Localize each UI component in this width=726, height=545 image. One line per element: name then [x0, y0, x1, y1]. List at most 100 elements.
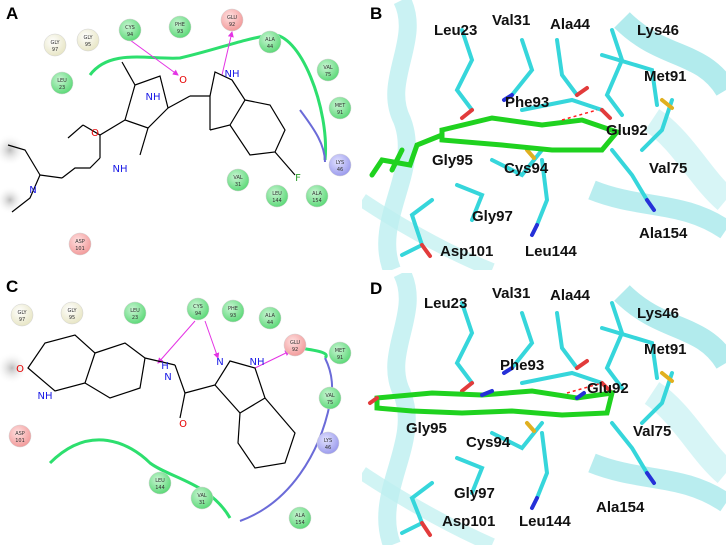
label-asp101-b: Asp101 — [440, 243, 494, 260]
residue-blobs-a: GLY97GLY95CYS94PHE93GLU92ALA44LEU23VAL75… — [43, 8, 352, 256]
residue-number-a: 75 — [325, 72, 331, 78]
structure-3d-b — [362, 0, 726, 270]
atom-n-c: N — [164, 372, 171, 383]
residue-leu144-a — [265, 184, 289, 208]
residue-number-c: 154 — [295, 520, 305, 526]
atom-nh-indole-a: NH — [225, 69, 240, 80]
atom-f-a: F — [295, 173, 301, 184]
residue-name-a: MET — [335, 103, 346, 109]
atom-nh2-c: NH — [250, 357, 265, 368]
residue-number-a: 44 — [267, 44, 273, 50]
label-gly95-d: Gly95 — [406, 420, 447, 437]
atom-n-a: N — [29, 185, 36, 196]
residue-asp101-a — [68, 232, 92, 256]
residue-number-a: 91 — [337, 110, 343, 116]
panel-b: B Leu23 Val31 Ala44 Lys46 Met91 Phe93 Gl… — [362, 0, 726, 270]
residue-gly97-a — [43, 33, 67, 57]
residue-name-c: CYS — [193, 304, 203, 310]
residue-met91-a — [328, 96, 352, 120]
hbond-arrow-cys94 — [129, 39, 179, 76]
residue-number-a: 154 — [312, 198, 322, 204]
residue-ala44-c — [258, 306, 282, 330]
residue-val31-c — [190, 486, 214, 510]
atom-nh-a: NH — [146, 92, 161, 103]
label-val75-d: Val75 — [633, 423, 672, 440]
residue-gly97-c — [10, 303, 34, 327]
label-met91-d: Met91 — [644, 341, 687, 358]
residue-cys94-c — [186, 297, 210, 321]
label-leu144-b: Leu144 — [525, 243, 577, 260]
residue-lys46-c — [316, 431, 340, 455]
panel-letter-b: B — [370, 4, 383, 23]
residue-name-a: PHE — [175, 22, 185, 28]
ligand-heteroatoms-c: O NH H N O N NH — [16, 357, 264, 430]
label-leu23-d: Leu23 — [424, 295, 468, 312]
label-glu92-b: Glu92 — [606, 122, 648, 139]
ligand-structure-a — [7, 61, 296, 213]
residue-name-c: VAL — [325, 393, 335, 399]
residue-name-c: ASP — [15, 431, 25, 437]
residue-number-c: 93 — [230, 313, 236, 319]
residue-number-c: 144 — [155, 485, 165, 491]
hbond-arrow-glu92 — [221, 31, 234, 76]
residue-number-c: 97 — [19, 317, 25, 323]
label-gly95-b: Gly95 — [432, 152, 473, 169]
label-gly97-b: Gly97 — [472, 208, 513, 225]
structure-3d-d — [362, 273, 726, 545]
label-ala44-d: Ala44 — [550, 287, 591, 304]
hbond-arrow-cys94-n-c — [204, 320, 220, 359]
label-cys94-b: Cys94 — [504, 160, 549, 177]
label-lys46-d: Lys46 — [637, 305, 679, 322]
residue-gly95-a — [76, 28, 100, 52]
residue-gly95-c — [60, 301, 84, 325]
label-lys46-b: Lys46 — [637, 22, 679, 39]
residue-ala154-a — [305, 184, 329, 208]
residue-phe93-c — [221, 299, 245, 323]
residue-glu92-c — [283, 333, 307, 357]
panel-letter-d: D — [370, 279, 383, 298]
residue-name-c: VAL — [197, 493, 207, 499]
residue-val75-a — [316, 58, 340, 82]
residue-name-a: CYS — [125, 25, 135, 31]
label-val31-b: Val31 — [492, 12, 531, 29]
residue-name-c: GLU — [290, 340, 300, 346]
residue-name-a: GLY — [83, 35, 93, 41]
label-phe93-b: Phe93 — [505, 94, 550, 111]
label-leu144-d: Leu144 — [519, 513, 571, 530]
residue-name-a: GLU — [227, 15, 237, 21]
residue-name-c: GLY — [67, 308, 77, 314]
residue-number-a: 97 — [52, 47, 58, 53]
residue-number-c: 46 — [325, 445, 331, 451]
residue-name-a: LEU — [57, 78, 67, 84]
residue-name-c: LEU — [130, 308, 140, 314]
residue-number-c: 101 — [15, 438, 25, 444]
residue-number-a: 95 — [85, 42, 91, 48]
label-ala154-b: Ala154 — [639, 225, 688, 242]
ligand-structure-c — [27, 334, 296, 469]
residue-number-a: 94 — [127, 32, 133, 38]
residue-ala154-c — [288, 506, 312, 530]
residue-phe93-a — [168, 15, 192, 39]
atom-nh-amide-a: NH — [113, 164, 128, 175]
residue-name-c: LYS — [324, 438, 332, 444]
atom-n2-c: N — [216, 357, 223, 368]
label-val31-d: Val31 — [492, 285, 531, 302]
residue-number-a: 101 — [75, 246, 85, 252]
residue-number-c: 94 — [195, 311, 201, 317]
residue-number-a: 46 — [337, 167, 343, 173]
residue-name-a: VAL — [233, 175, 243, 181]
atom-o2-a: O — [91, 128, 99, 139]
residue-number-c: 31 — [199, 500, 205, 506]
residue-name-c: MET — [335, 348, 346, 354]
label-val75-b: Val75 — [649, 160, 688, 177]
residue-leu144-c — [148, 471, 172, 495]
panel-letter-a: A — [6, 4, 19, 23]
residue-leu23-c — [123, 301, 147, 325]
label-leu23-b: Leu23 — [434, 22, 478, 39]
atom-o-c: O — [16, 364, 24, 375]
contact-line-a — [88, 33, 328, 161]
residue-name-a: LEU — [272, 191, 282, 197]
residue-name-a: LYS — [336, 160, 344, 166]
ligand-sticks-b — [369, 115, 622, 178]
